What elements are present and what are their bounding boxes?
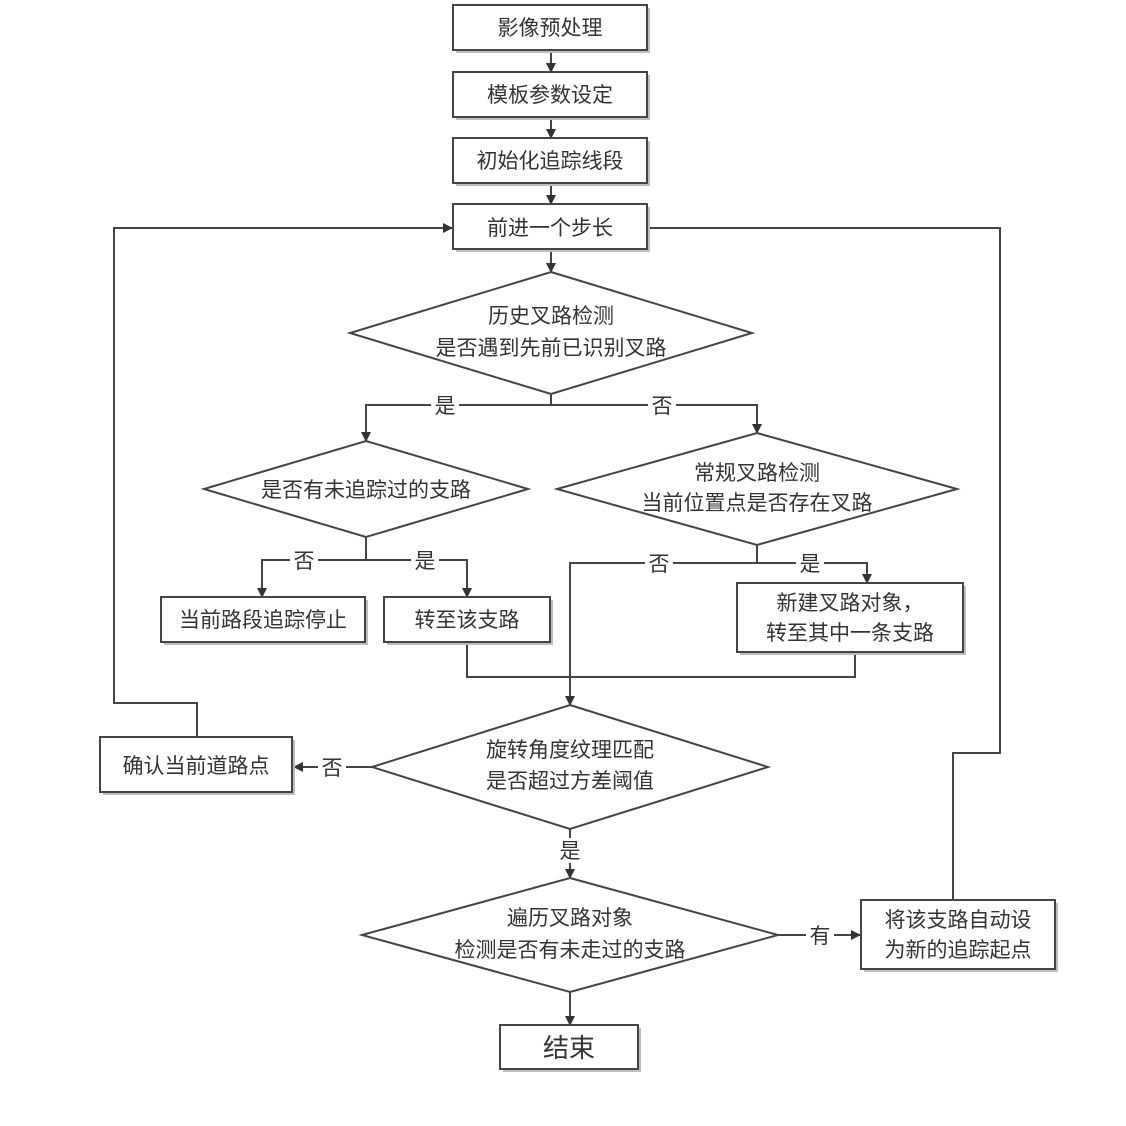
node-texture-match-line1: 旋转角度纹理匹配	[486, 738, 654, 762]
edge-merge-bottom	[466, 645, 856, 678]
label-regular-yes: 是	[800, 552, 821, 576]
node-regular-check-line2: 当前位置点是否存在叉路	[642, 491, 873, 515]
node-new-fork-line1: 新建叉路对象，	[777, 591, 924, 615]
node-init-segment: 初始化追踪线段	[452, 137, 650, 186]
node-untracked-branch-label: 是否有未追踪过的支路	[261, 478, 471, 502]
node-set-new-start: 将该支路自动设 为新的追踪起点	[860, 899, 1058, 972]
node-stop-segment-label: 当前路段追踪停止	[179, 608, 347, 632]
node-regular-check: 常规叉路检测 当前位置点是否存在叉路	[553, 431, 961, 547]
node-history-check-line1: 历史叉路检测	[488, 304, 614, 328]
node-texture-match-line2: 是否超过方差阈值	[486, 769, 654, 793]
node-init-segment-label: 初始化追踪线段	[477, 149, 624, 173]
edge-history-no	[551, 404, 762, 434]
edge-regular-yes	[757, 562, 872, 584]
node-new-fork: 新建叉路对象， 转至其中一条支路	[736, 582, 966, 655]
node-history-check-line2: 是否遇到先前已识别叉路	[436, 336, 667, 360]
label-untracked-no: 否	[294, 549, 315, 573]
label-texture-yes: 是	[560, 839, 581, 863]
label-regular-no: 否	[649, 552, 670, 576]
node-step-forward-label: 前进一个步长	[487, 216, 613, 240]
node-regular-check-line1: 常规叉路检测	[694, 461, 820, 485]
edge-labels: 是 否 否 是 否 是 否 是 有	[290, 393, 834, 948]
node-template-params: 模板参数设定	[452, 71, 650, 120]
node-history-check: 历史叉路检测 是否遇到先前已识别叉路	[346, 270, 756, 396]
node-set-new-start-line2: 为新的追踪起点	[885, 938, 1032, 962]
node-traverse: 遍历叉路对象 检测是否有未走过的支路	[358, 876, 782, 994]
node-texture-match: 旋转角度纹理匹配 是否超过方差阈值	[368, 703, 772, 831]
node-confirm-point-label: 确认当前道路点	[123, 754, 270, 778]
node-end-label: 结束	[543, 1034, 595, 1064]
edge-untracked-yes	[366, 559, 472, 598]
node-goto-branch: 转至该支路	[383, 596, 553, 645]
label-history-no: 否	[652, 394, 673, 418]
label-traverse-has: 有	[810, 924, 831, 948]
node-template-params-label: 模板参数设定	[487, 83, 613, 107]
node-end: 结束	[499, 1024, 641, 1072]
node-preprocess-label: 影像预处理	[498, 16, 603, 40]
node-traverse-line2: 检测是否有未走过的支路	[455, 938, 686, 962]
node-preprocess: 影像预处理	[452, 4, 650, 53]
edge-confirm-loop	[113, 223, 453, 737]
connectors	[113, 51, 1001, 1026]
node-confirm-point: 确认当前道路点	[99, 736, 295, 795]
node-step-forward: 前进一个步长	[452, 203, 650, 252]
node-untracked-branch: 是否有未追踪过的支路	[200, 439, 532, 539]
label-texture-no: 否	[322, 756, 343, 780]
edge-newstart-loop	[633, 223, 1001, 900]
label-untracked-yes: 是	[415, 549, 436, 573]
node-stop-segment: 当前路段追踪停止	[160, 596, 368, 645]
node-set-new-start-line1: 将该支路自动设	[885, 908, 1032, 932]
node-goto-branch-label: 转至该支路	[415, 608, 520, 632]
label-history-yes: 是	[435, 394, 456, 418]
node-traverse-line1: 遍历叉路对象	[507, 906, 633, 930]
node-new-fork-line2: 转至其中一条支路	[766, 621, 934, 645]
